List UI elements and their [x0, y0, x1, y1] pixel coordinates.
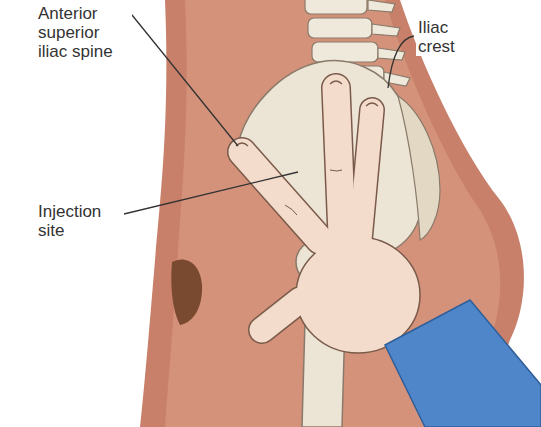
part-label: Injection site: [36, 202, 124, 240]
leader-line: [388, 36, 414, 88]
part-label: Iliac crest: [416, 18, 482, 56]
sacrum: [398, 96, 440, 240]
part-label: Anterior superior iliac spine: [36, 4, 132, 61]
pelvis-bone: [238, 61, 422, 261]
leader-line: [124, 172, 298, 214]
pubic-hair: [171, 259, 202, 325]
sleeve: [385, 300, 541, 427]
hand: [236, 81, 420, 353]
